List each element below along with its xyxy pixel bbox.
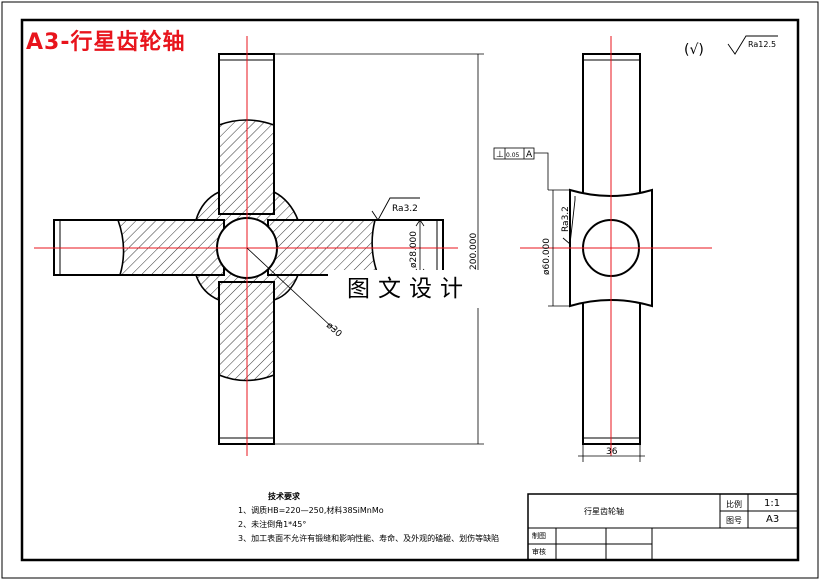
- tolerance-value: 0.05: [506, 152, 520, 159]
- tech-item: 1、调质HB=220—250,材料38SiMnMo: [238, 506, 384, 515]
- side-width-label: 36: [606, 447, 618, 457]
- tolerance-datum: A: [526, 150, 533, 160]
- shaft-diameter-label: ø28.000: [409, 231, 419, 268]
- overall-length-label: 200.000: [469, 233, 479, 270]
- check-label: 审核: [532, 548, 546, 556]
- tech-item: 3、加工表面不允许有锻缝和影响性能、寿命、及外观的磕碰、划伤等缺陷: [238, 534, 500, 543]
- technical-requirements: 技术要求 1、调质HB=220—250,材料38SiMnMo 2、未注倒角1*4…: [238, 490, 499, 546]
- overall-length-dimension: [274, 53, 484, 445]
- drawn-label: 制图: [532, 532, 546, 540]
- tech-item: 2、未注倒角1*45°: [238, 520, 307, 529]
- side-roughness-value: Ra3.2: [561, 206, 571, 232]
- part-name: 行星齿轮轴: [584, 507, 624, 516]
- tolerance-symbol: ⊥: [496, 150, 504, 160]
- title-block: [527, 493, 799, 561]
- sheet-title: A3-行星齿轮轴: [26, 30, 186, 55]
- hole-diameter-label: ø30: [324, 321, 343, 340]
- watermark-text: 图文设计: [328, 270, 490, 308]
- side-roughness-symbol: [562, 196, 576, 245]
- inner-frame: [20, 18, 800, 562]
- general-finish-roughness-symbol: [727, 35, 778, 55]
- front-roughness-symbol: [371, 197, 420, 221]
- side-view: [520, 36, 712, 456]
- side-width-dimension: [578, 444, 645, 462]
- tolerance-frame: [493, 147, 549, 190]
- front-view: [34, 36, 458, 456]
- hub-diameter-dimension: [548, 189, 570, 307]
- scale-value: 1:1: [764, 498, 781, 509]
- general-finish-value: Ra12.5: [748, 40, 776, 49]
- general-finish-symbol: (√): [684, 42, 704, 58]
- front-roughness-value: Ra3.2: [392, 204, 418, 214]
- hub-diameter-label: ø60.000: [542, 238, 552, 275]
- scale-label: 比例: [726, 500, 742, 509]
- format-label: 图号: [726, 516, 742, 525]
- tech-heading: 技术要求: [268, 492, 300, 501]
- format-value: A3: [766, 514, 780, 525]
